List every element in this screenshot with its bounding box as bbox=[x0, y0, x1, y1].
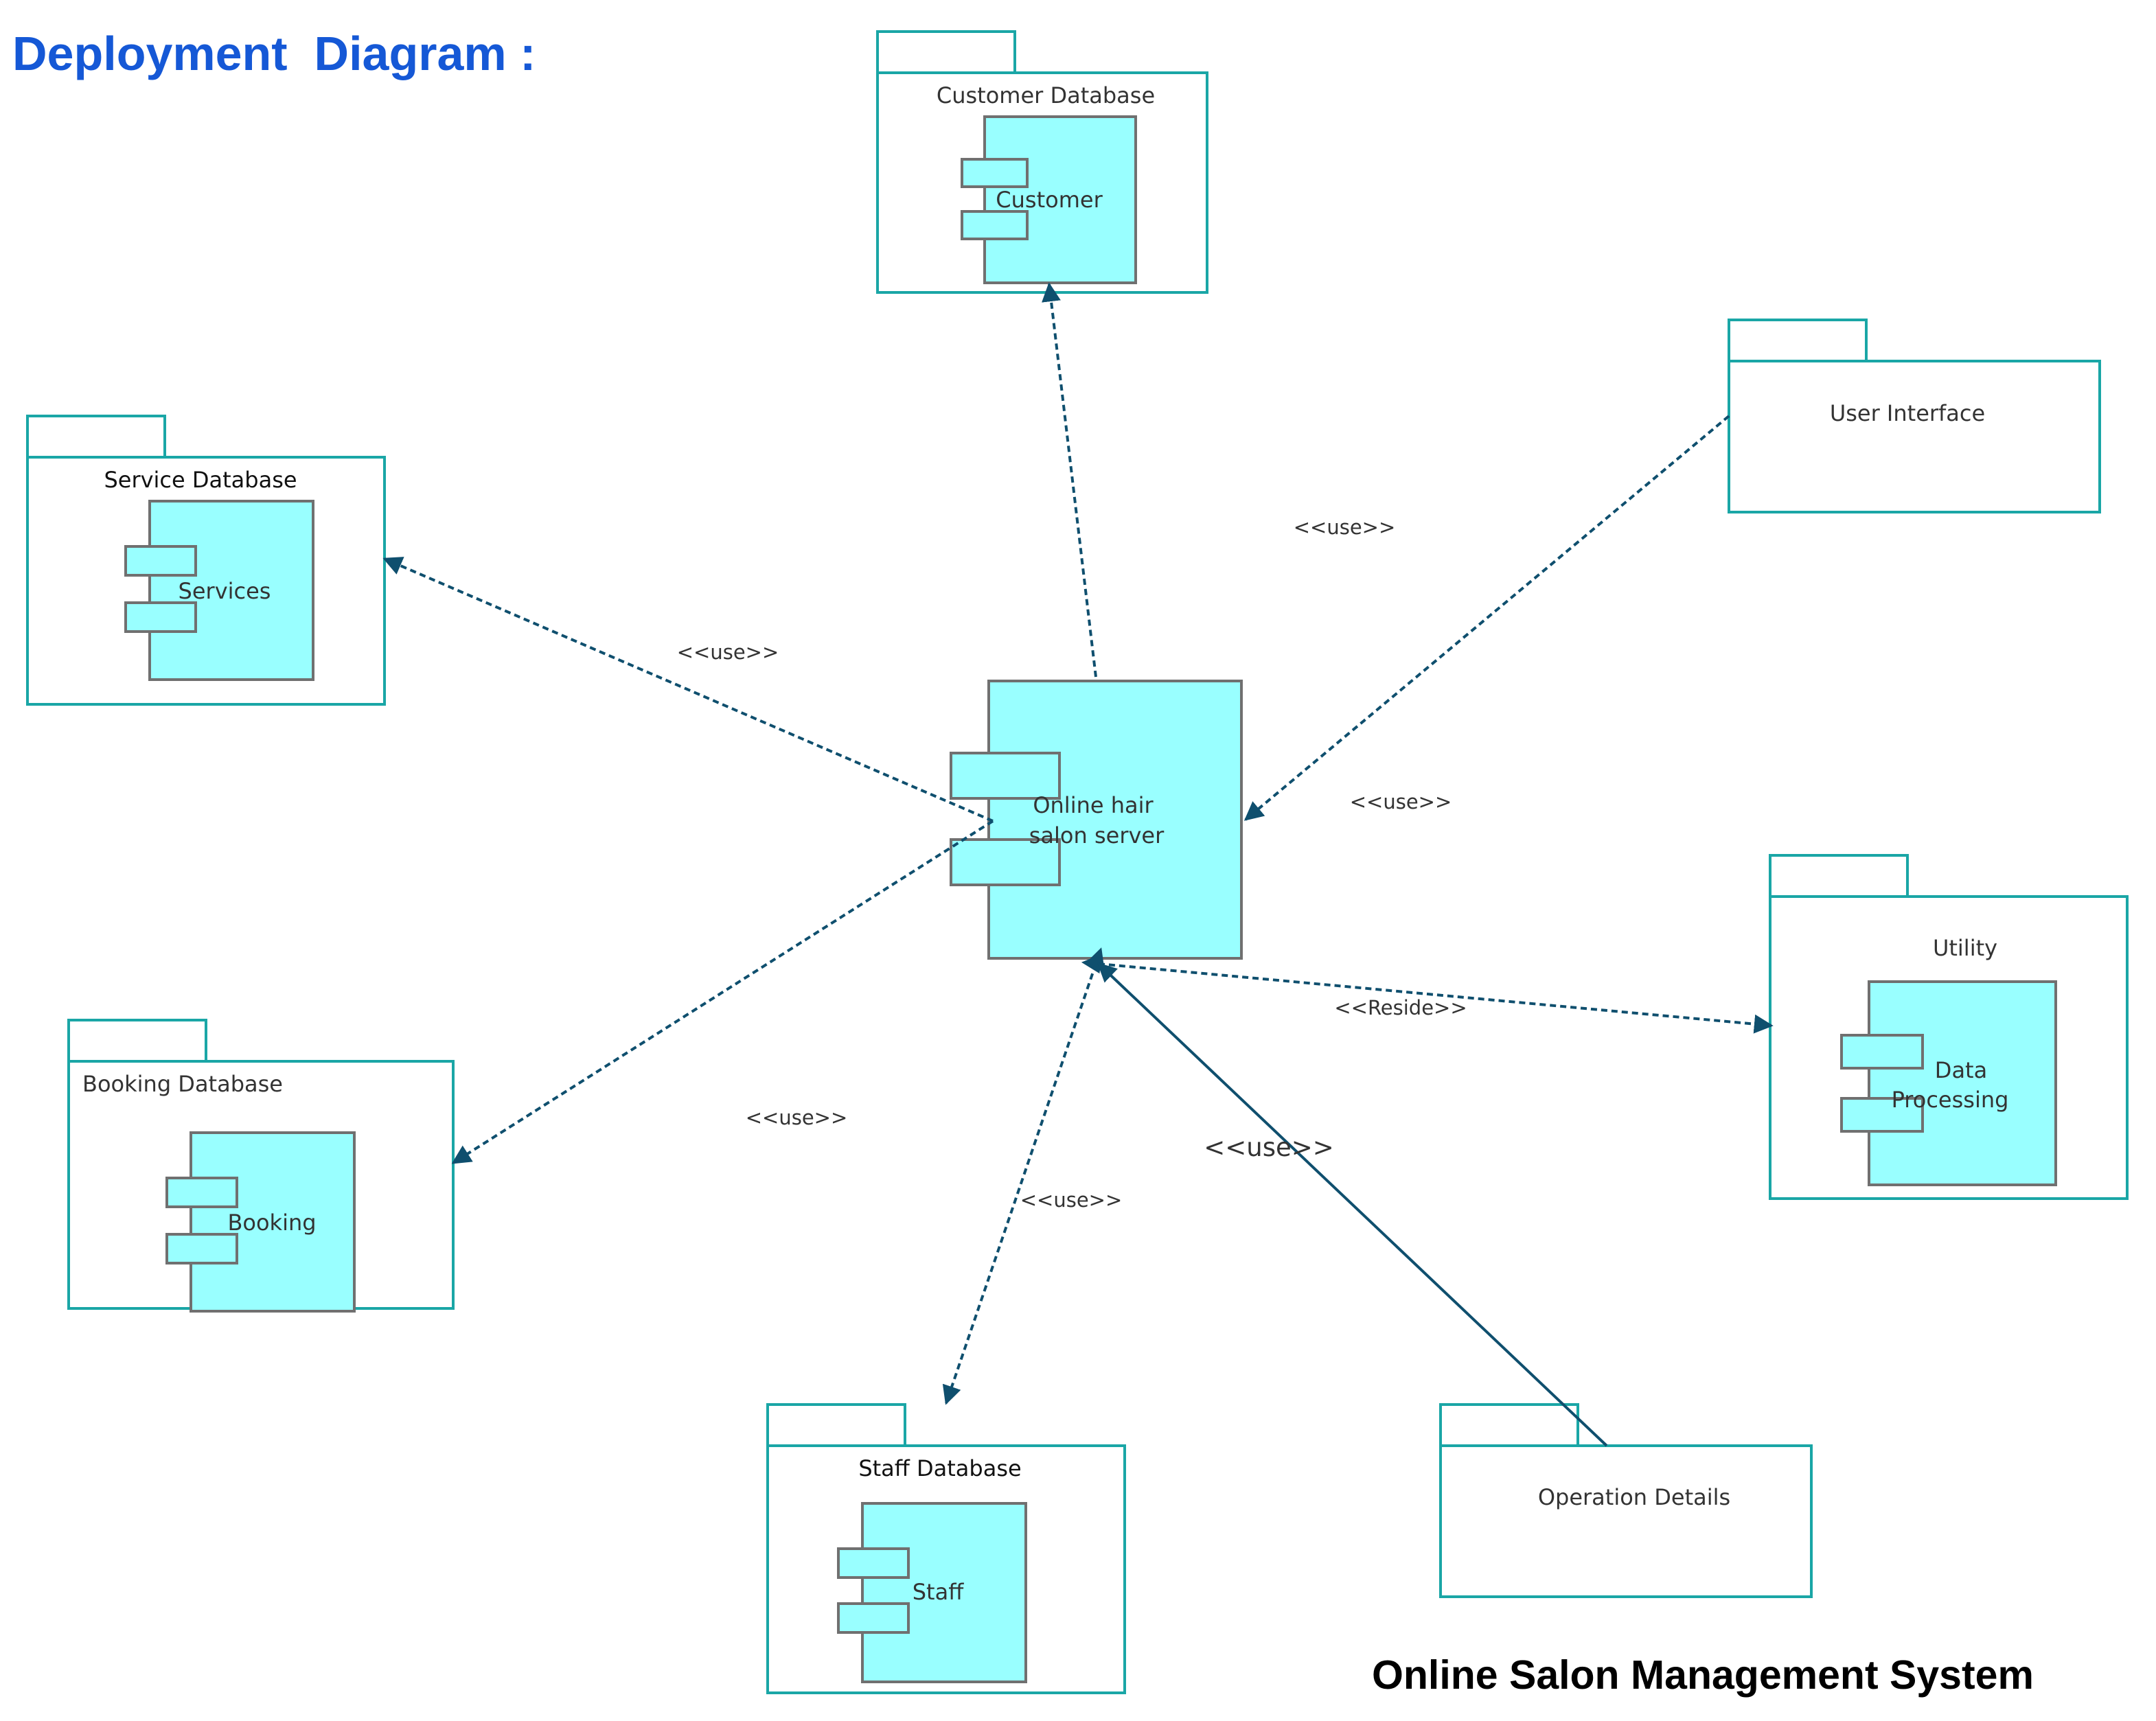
component-staff[interactable]: Staff bbox=[837, 1502, 1027, 1683]
package-body bbox=[1728, 360, 2101, 513]
package-utility[interactable]: Utility Data Processing bbox=[1769, 854, 2129, 1200]
component-body bbox=[861, 1502, 1027, 1683]
stereotype-label-reside: <<Reside>> bbox=[1334, 996, 1467, 1019]
package-name: User Interface bbox=[1830, 400, 1985, 426]
package-service-database[interactable]: Service Database Services bbox=[26, 415, 386, 706]
package-booking-database[interactable]: Booking Database Booking bbox=[67, 1019, 455, 1313]
component-body bbox=[190, 1131, 356, 1313]
component-port-top bbox=[961, 158, 1029, 188]
component-port-top bbox=[124, 545, 197, 577]
connector-operation-details-to-server[interactable] bbox=[1097, 962, 1608, 1447]
package-name: Customer Database bbox=[937, 82, 1155, 108]
component-port-top bbox=[950, 752, 1061, 800]
package-staff-database[interactable]: Staff Database Staff bbox=[766, 1403, 1126, 1694]
component-services[interactable]: Services bbox=[124, 500, 314, 681]
diagram-title: Deployment Diagram : bbox=[12, 27, 536, 80]
package-customer-database[interactable]: Customer Database Customer bbox=[876, 30, 1208, 294]
component-port-top bbox=[1840, 1034, 1924, 1070]
component-port-bottom bbox=[950, 838, 1061, 886]
connector-user-interface-to-server[interactable] bbox=[1243, 415, 1730, 821]
connector-server-to-staff[interactable] bbox=[942, 947, 1105, 1405]
component-port-bottom bbox=[961, 210, 1029, 240]
stereotype-label-booking: <<use>> bbox=[746, 1106, 848, 1129]
stereotype-label-operation-details: <<use>> bbox=[1204, 1133, 1334, 1162]
package-body bbox=[1439, 1444, 1813, 1598]
component-body bbox=[983, 115, 1137, 284]
package-tab bbox=[26, 415, 166, 459]
package-tab bbox=[876, 30, 1016, 74]
package-name: Utility bbox=[1933, 935, 1997, 961]
system-caption: Online Salon Management System bbox=[1372, 1652, 2034, 1698]
package-tab bbox=[766, 1403, 906, 1447]
connector-server-to-services[interactable] bbox=[382, 557, 994, 822]
component-label: Booking bbox=[227, 1210, 316, 1236]
component-label: Staff bbox=[913, 1579, 964, 1605]
connector-server-to-customer[interactable] bbox=[1042, 282, 1097, 678]
server-label-line1: Online hair bbox=[1033, 792, 1154, 818]
component-booking[interactable]: Booking bbox=[165, 1131, 356, 1313]
package-tab bbox=[67, 1019, 207, 1063]
component-data-processing[interactable]: Data Processing bbox=[1840, 980, 2057, 1186]
package-tab bbox=[1728, 319, 1868, 362]
component-port-top bbox=[837, 1547, 910, 1579]
component-port-bottom bbox=[837, 1602, 910, 1634]
component-port-top bbox=[165, 1177, 238, 1208]
component-port-bottom bbox=[124, 601, 197, 633]
package-name: Operation Details bbox=[1538, 1484, 1730, 1510]
component-body bbox=[987, 680, 1243, 960]
package-name: Staff Database bbox=[858, 1455, 1021, 1481]
component-label: Customer bbox=[996, 187, 1103, 213]
package-name: Service Database bbox=[104, 467, 297, 493]
stereotype-label-services: <<use>> bbox=[677, 640, 779, 664]
package-name: Booking Database bbox=[82, 1071, 283, 1097]
package-user-interface[interactable]: User Interface bbox=[1728, 319, 2101, 513]
component-body bbox=[148, 500, 314, 681]
stereotype-label-user-interface-2: <<use>> bbox=[1350, 790, 1452, 813]
connector-server-to-booking[interactable] bbox=[451, 820, 994, 1164]
component-customer[interactable]: Customer bbox=[961, 115, 1137, 284]
component-port-bottom bbox=[165, 1233, 238, 1264]
component-label: Services bbox=[179, 578, 271, 604]
stereotype-label-staff: <<use>> bbox=[1020, 1188, 1123, 1212]
stereotype-label-user-interface: <<use>> bbox=[1294, 516, 1396, 539]
component-online-hair-salon-server[interactable]: Online hair salon server bbox=[950, 680, 1243, 960]
package-operation-details[interactable]: Operation Details bbox=[1439, 1403, 1813, 1598]
component-label-line2: Processing bbox=[1892, 1087, 2009, 1113]
package-tab bbox=[1769, 854, 1909, 898]
component-port-bottom bbox=[1840, 1097, 1924, 1133]
package-tab bbox=[1439, 1403, 1579, 1447]
component-body bbox=[1868, 980, 2057, 1186]
component-label-line1: Data bbox=[1935, 1057, 1987, 1083]
server-label-line2: salon server bbox=[1029, 822, 1165, 848]
